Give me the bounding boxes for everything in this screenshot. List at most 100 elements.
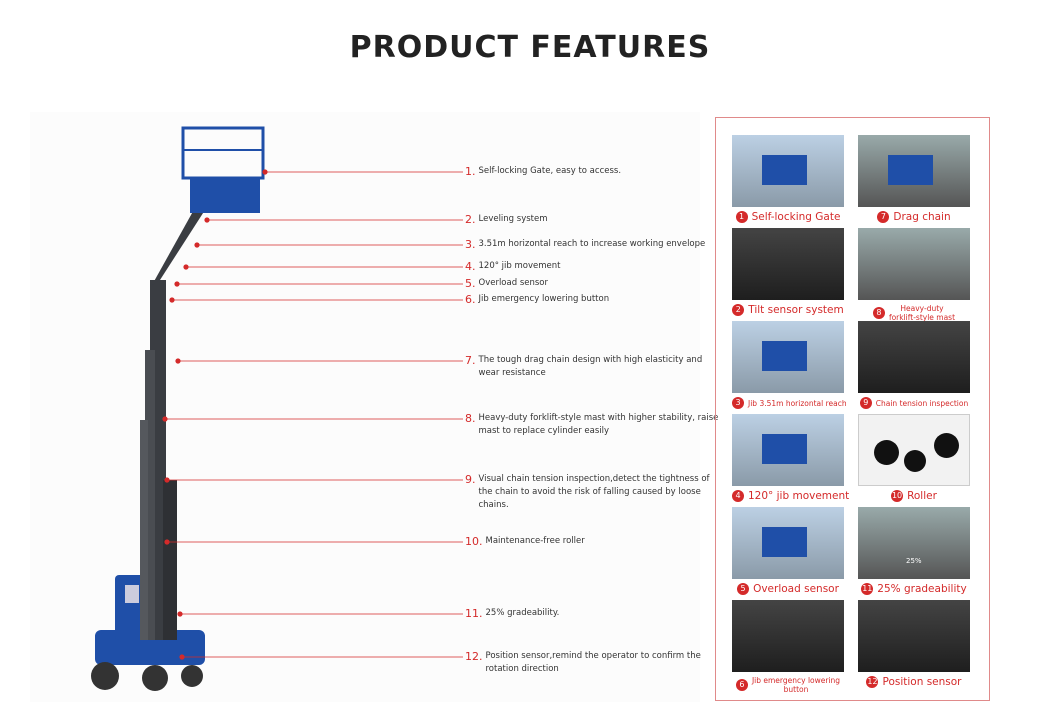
feature-photo [858, 135, 970, 207]
callout-text: Self-locking Gate, easy to access. [478, 166, 622, 176]
gallery-item: 4 120° jib movement [732, 414, 849, 502]
feature-photo [858, 414, 970, 486]
feature-photo [732, 228, 844, 300]
gallery-label: 4 120° jib movement [732, 490, 849, 502]
feature-callout: 7.The tough drag chain design with high … [465, 354, 702, 380]
gallery-label-text: 25% gradeability [877, 583, 967, 595]
gallery-label-text: Jib emergency lowering button [751, 676, 841, 694]
feature-photo [732, 321, 844, 393]
callout-dot [169, 297, 175, 303]
callout-number: 1. [465, 165, 476, 178]
number-badge: 9 [859, 397, 872, 409]
number-badge: 4 [732, 490, 744, 502]
gallery-item: 3 Jib 3.51m horizontal reach [732, 321, 847, 409]
feature-callout: 11.25% gradeability. [465, 607, 559, 622]
gallery-label-text: Tilt sensor system [748, 304, 844, 316]
feature-callout: 1.Self-locking Gate, easy to access. [465, 165, 621, 180]
wheel [142, 665, 168, 691]
feature-photo [732, 507, 844, 579]
gallery-label-text: Overload sensor [753, 583, 839, 595]
callout-dot [262, 169, 268, 175]
gallery-label-text: Position sensor [882, 676, 962, 688]
callout-text: Visual chain tension inspection,detect t… [478, 474, 710, 510]
callout-dot [164, 539, 170, 545]
feature-callout: 3.3.51m horizontal reach to increase wor… [465, 238, 705, 253]
gallery-label-text: Chain tension inspection [875, 398, 969, 408]
gradeability-photo-text: 25% [906, 557, 922, 565]
feature-photo [858, 228, 970, 300]
gallery-label-text: 120° jib movement [748, 490, 850, 502]
jib-arm [152, 206, 205, 285]
callout-dot [174, 281, 180, 287]
callout-number: 5. [465, 277, 476, 290]
number-badge: 3 [732, 397, 744, 409]
callout-text: The tough drag chain design with high el… [478, 355, 703, 378]
feature-photo [732, 135, 844, 207]
callout-number: 3. [465, 238, 476, 251]
callout-dot [177, 611, 183, 617]
number-badge: 5 [737, 583, 750, 595]
gallery-label-text: Roller [907, 490, 937, 502]
page-title: PRODUCT FEATURES [349, 30, 711, 65]
feature-callout: 8.Heavy-duty forklift-style mast with hi… [465, 412, 718, 438]
callout-number: 7. [465, 354, 476, 367]
feature-photo [858, 600, 970, 672]
callout-text: Jib emergency lowering button [478, 294, 610, 304]
feature-photo: 25% [858, 507, 970, 579]
callout-dot [164, 477, 170, 483]
callout-text: 120° jib movement [478, 261, 561, 271]
callout-dot [204, 217, 210, 223]
feature-photo [732, 414, 844, 486]
callout-number: 8. [465, 412, 476, 425]
callout-text: Leveling system [478, 214, 548, 224]
callout-text: Maintenance-free roller [485, 536, 585, 546]
feature-callout: 6.Jib emergency lowering button [465, 293, 609, 308]
callout-dot [175, 358, 181, 364]
feature-photo [858, 321, 970, 393]
callout-dot [194, 242, 200, 248]
wheel [91, 662, 119, 690]
number-badge: 7 [877, 211, 890, 223]
aerial-work-platform-illustration [91, 126, 463, 691]
gallery-label-text: Heavy-duty forklift-style mast [888, 304, 956, 322]
feature-callout: 4.120° jib movement [465, 260, 560, 275]
gallery-label-text: Drag chain [893, 211, 951, 223]
number-badge: 8 [872, 307, 885, 319]
callout-dot [179, 654, 185, 660]
callout-dot [183, 264, 189, 270]
feature-photo [732, 600, 844, 672]
gallery-label: 3 Jib 3.51m horizontal reach [732, 397, 847, 409]
callout-number: 10. [465, 535, 483, 548]
feature-callout: 9.Visual chain tension inspection,detect… [465, 473, 710, 512]
callout-number: 12. [465, 650, 483, 663]
callout-number: 4. [465, 260, 476, 273]
number-badge: 10 [891, 490, 904, 502]
number-badge: 6 [735, 679, 748, 691]
callout-number: 9. [465, 473, 476, 486]
platform-basket [190, 178, 260, 213]
feature-callout: 12.Position sensor,remind the operator t… [465, 650, 701, 676]
number-badge: 1 [735, 211, 748, 223]
callout-dot [162, 416, 168, 422]
guard-rail [181, 126, 265, 180]
callout-text: Overload sensor [478, 278, 548, 288]
callout-text: 25% gradeability. [485, 608, 560, 618]
gallery-label-text: Jib 3.51m horizontal reach [748, 398, 847, 408]
number-badge: 12 [866, 676, 879, 688]
